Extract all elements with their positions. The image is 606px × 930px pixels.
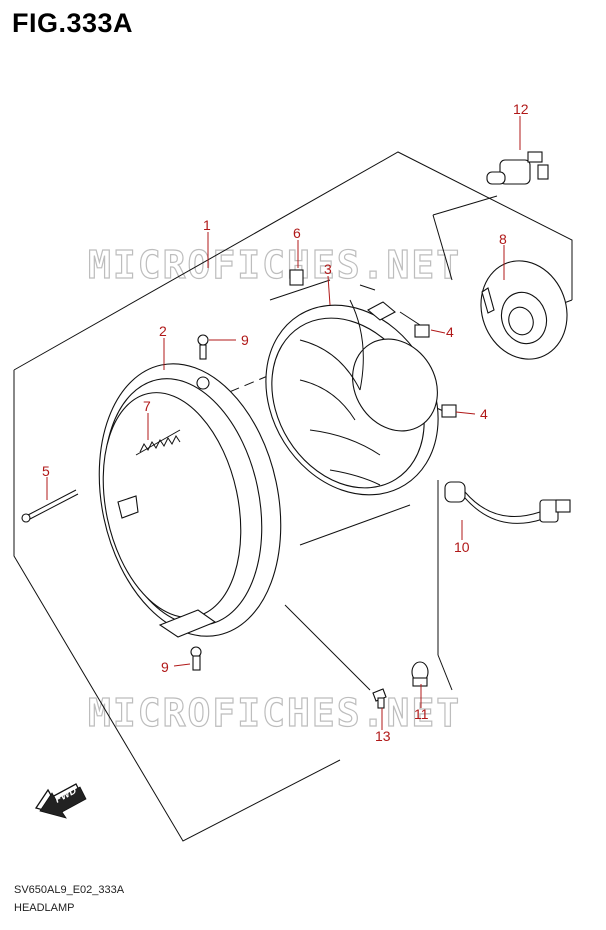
figure-name: HEADLAMP — [14, 902, 75, 914]
screw-top — [196, 334, 210, 390]
position-bulb — [411, 661, 429, 687]
leader-reflector-2 — [359, 284, 376, 291]
callout-10: 10 — [454, 539, 470, 555]
callout-11: 11 — [414, 706, 429, 722]
callout-6: 6 — [293, 225, 301, 241]
callout-9-upper: 9 — [241, 332, 249, 348]
socket-harness — [444, 481, 571, 524]
headlamp-bulb — [486, 151, 549, 185]
long-screw — [21, 489, 79, 523]
dust-cover — [480, 260, 568, 360]
screw-13 — [372, 688, 387, 709]
leader-nut — [399, 311, 421, 326]
callout-5: 5 — [42, 463, 50, 479]
callout-2: 2 — [159, 323, 167, 339]
leader-socket-2 — [437, 654, 453, 691]
adjuster-spring — [135, 429, 181, 456]
nut-6 — [289, 269, 304, 286]
callout-7: 7 — [143, 398, 151, 414]
callout-1: 1 — [203, 217, 211, 233]
leader-bulb — [432, 214, 453, 281]
callout-12: 12 — [513, 101, 529, 117]
leader-4-lower — [455, 411, 476, 415]
nut-4-upper — [414, 324, 430, 338]
nut-4-lower — [441, 404, 457, 418]
figure-title: FIG.333A — [12, 8, 134, 38]
assembly-frame — [13, 151, 573, 371]
forward-arrow-icon: FWD — [34, 783, 87, 819]
assembly-frame-lower — [13, 370, 341, 842]
callout-3: 3 — [324, 261, 332, 277]
leader-screw — [284, 604, 371, 691]
callout-4-lower: 4 — [480, 406, 488, 422]
callout-4-upper: 4 — [446, 324, 454, 340]
headlamp-rim — [98, 363, 282, 638]
reflector-housing — [265, 299, 439, 496]
leader-reflector — [269, 279, 331, 301]
leader-bulb-2 — [432, 195, 498, 216]
screw-bottom — [190, 646, 202, 671]
watermark-bottom: MICROFICHES.NET — [88, 691, 461, 735]
figure-code: SV650AL9_E02_333A — [14, 884, 125, 896]
callout-13: 13 — [375, 728, 391, 744]
leader-3 — [327, 275, 331, 306]
callout-8: 8 — [499, 231, 507, 247]
callout-9-lower: 9 — [161, 659, 169, 675]
leader-reflector-bottom — [299, 504, 411, 546]
watermark-top: MICROFICHES.NET — [88, 243, 461, 287]
leader-9-lower — [173, 663, 191, 667]
leader-4-upper — [430, 329, 446, 334]
